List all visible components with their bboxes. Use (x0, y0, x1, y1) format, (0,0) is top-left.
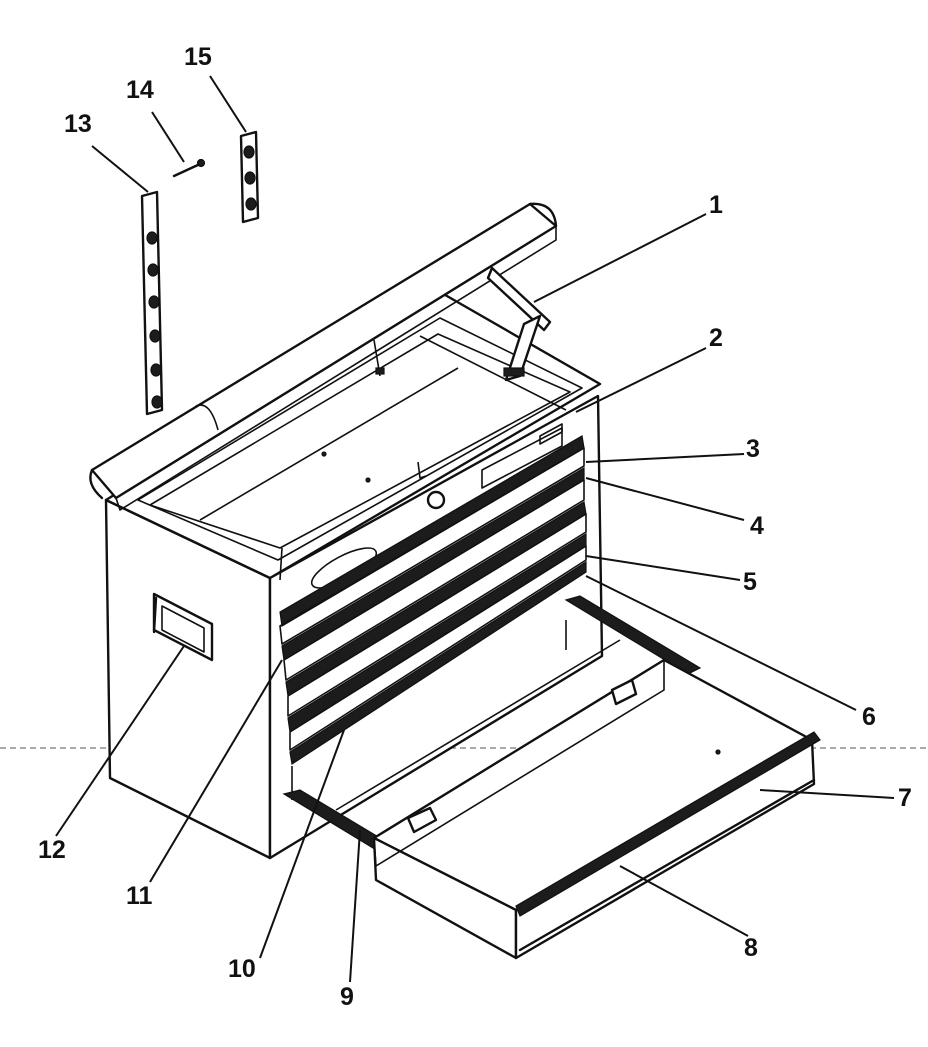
bottom-drawer (282, 595, 821, 960)
leader-lines (55, 75, 895, 983)
callout-12: 12 (38, 836, 66, 864)
callout-7: 7 (898, 784, 912, 812)
drawer-fronts (279, 435, 587, 800)
callout-14: 14 (126, 76, 154, 104)
callout-6: 6 (862, 703, 876, 731)
callout-1: 1 (709, 191, 723, 219)
callout-8: 8 (744, 934, 758, 962)
callout-4: 4 (750, 512, 764, 540)
callout-3: 3 (746, 435, 760, 463)
callout-2: 2 (709, 324, 723, 352)
lid (89, 202, 558, 511)
callout-13: 13 (64, 110, 92, 138)
callout-10: 10 (228, 955, 256, 983)
part-15-strip (239, 130, 260, 224)
callout-15: 15 (184, 43, 212, 71)
callout-11: 11 (126, 882, 153, 910)
callout-5: 5 (743, 568, 757, 596)
callout-9: 9 (340, 983, 354, 1011)
part-13-strip (140, 190, 164, 416)
part-14-pin (172, 158, 206, 178)
